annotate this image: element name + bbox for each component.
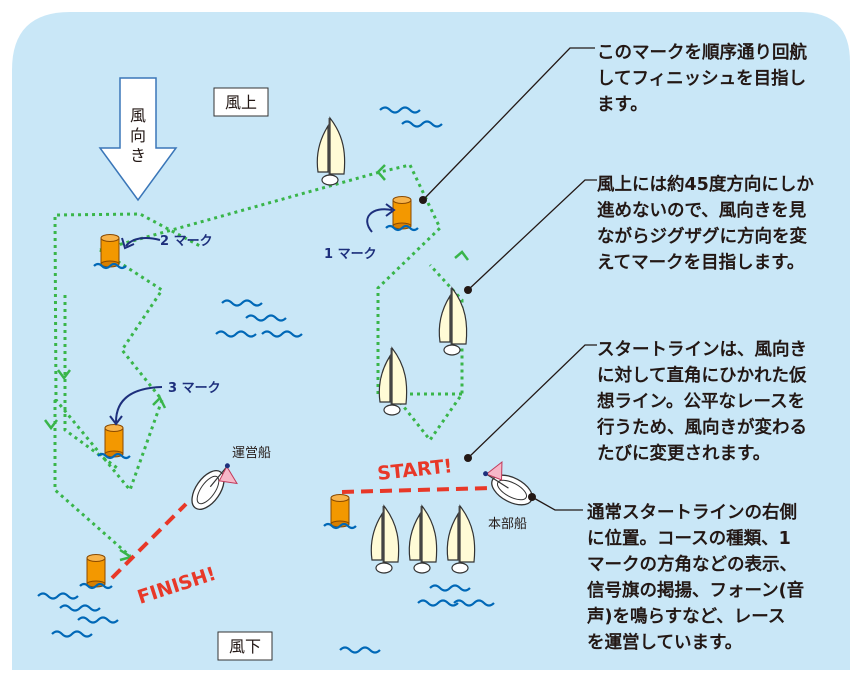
wind-direction-arrow: 風 向 き: [98, 77, 178, 202]
annotation-line: たびに変更されます。: [597, 443, 770, 464]
start-line: [341, 486, 495, 494]
mark-2-label: 2 マーク: [160, 234, 213, 249]
mark-3-pointer: 3 マーク: [109, 381, 221, 426]
annotation-line: このマークを順序通り回航: [597, 42, 807, 63]
annotation-line: 行うため、風向きが変わる: [596, 417, 807, 438]
wind-arrow-label-2: 向: [130, 126, 146, 145]
mark-2-pointer: 2 マーク: [121, 234, 213, 250]
operation-boat-label: 運営船: [232, 446, 271, 461]
annotation-leaders: [422, 47, 597, 511]
annotation-committee-boat: 通常スタートラインの右側 に位置。コースの種類、1 マークの方角などの表示、 信…: [586, 502, 804, 653]
downwind-label: 風下: [229, 637, 261, 656]
mark-3-label: 3 マーク: [168, 381, 221, 396]
annotation-line: スタートラインは、風向き: [597, 339, 807, 360]
annotation-line: マークの方角などの表示、: [587, 554, 797, 575]
downwind-label-box: 風下: [217, 631, 273, 661]
course-path: [53, 163, 464, 558]
annotation-line: 通常スタートラインの右側: [587, 502, 797, 523]
annotation-start-line: スタートラインは、風向き に対して直角にひかれた仮 想ライン。公平なレースを 行…: [596, 339, 807, 464]
upwind-label-box: 風上: [213, 87, 269, 117]
annotation-line: してフィニッシュを目指し: [597, 68, 806, 89]
mark-1-label: 1 マーク: [324, 247, 377, 262]
annotation-line: に対して直角にひかれた仮: [597, 365, 807, 386]
annotation-line: 想ライン。公平なレースを: [596, 391, 805, 412]
annotation-line: に位置。コースの種類、1: [587, 528, 791, 549]
mark-1-pointer: 1 マーク: [324, 203, 396, 262]
committee-boat-label: 本部船: [488, 517, 527, 532]
annotation-leader-dots: [419, 196, 536, 501]
finish-line: [110, 502, 188, 580]
annotation-line: えてマークを目指します。: [597, 252, 804, 273]
annotation-line: ます。: [597, 95, 648, 115]
annotation-line: 風上には約45度方向にしか: [597, 174, 814, 195]
annotation-line: 声)を鳴らすなど、レース: [586, 606, 785, 627]
wind-arrow-label-3: き: [130, 146, 146, 165]
annotation-line: 進めないので、風向きを見: [597, 200, 807, 221]
annotation-line: ながらジグザグに方向を変: [597, 226, 807, 247]
wind-arrow-label-1: 風: [130, 106, 146, 125]
annotation-line: を運営しています。: [587, 632, 742, 653]
water-background: [12, 12, 850, 670]
upwind-label: 風上: [225, 93, 257, 112]
annotation-zigzag: 風上には約45度方向にしか 進めないので、風向きを見 ながらジグザグに方向を変 …: [597, 174, 814, 273]
annotation-mark-order: このマークを順序通り回航 してフィニッシュを目指し ます。: [597, 42, 807, 115]
annotation-line: 信号旗の掲揚、フォーン(音: [587, 580, 804, 601]
course-arrowheads: [44, 164, 469, 562]
